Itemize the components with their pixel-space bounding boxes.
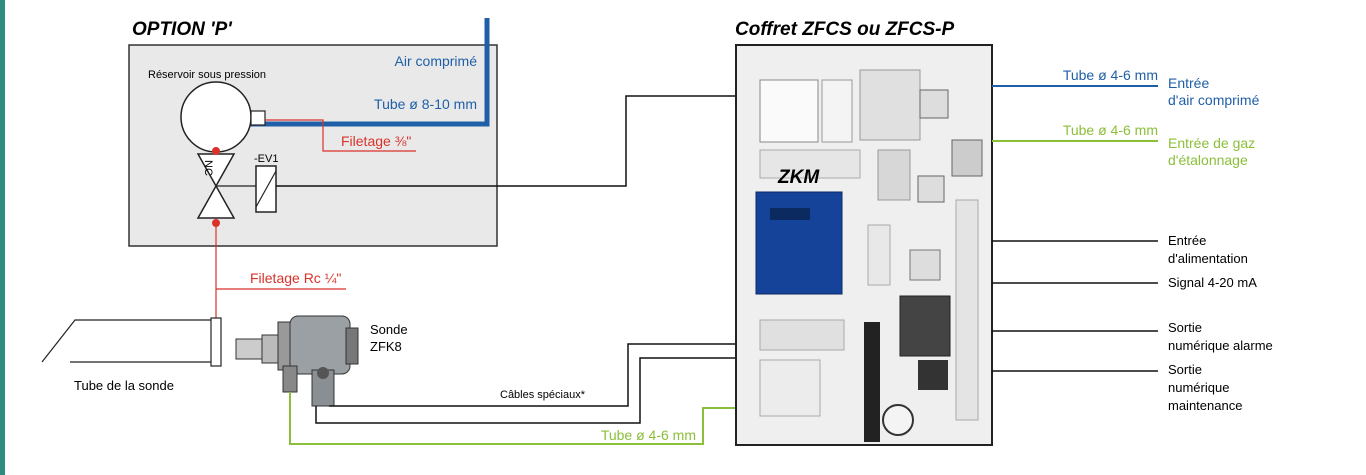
- tube-blue-right-label: Tube ø 4-6 mm: [1063, 67, 1158, 83]
- filetage-38-label: Filetage ⅜": [341, 133, 411, 149]
- entree-air-2: d'air comprimé: [1168, 92, 1260, 108]
- tube-green-right-label: Tube ø 4-6 mm: [1063, 122, 1158, 138]
- nc-label: NC: [202, 160, 214, 176]
- alim-1: Entrée: [1168, 233, 1206, 248]
- signal-label: Signal 4-20 mA: [1168, 275, 1257, 290]
- probe-flange: [211, 318, 221, 366]
- alarme-1: Sortie: [1168, 320, 1202, 335]
- maint-2: numérique: [1168, 380, 1229, 395]
- alim-2: d'alimentation: [1168, 251, 1248, 266]
- maint-3: maintenance: [1168, 398, 1242, 413]
- entree-gaz-2: d'étalonnage: [1168, 152, 1248, 168]
- sonde-zfk8-drawing: [236, 316, 358, 406]
- reservoir-port: [251, 111, 265, 125]
- tube-8-10-label: Tube ø 8-10 mm: [374, 96, 477, 112]
- ev1-label: -EV1: [254, 153, 278, 165]
- reservoir-vessel: [181, 82, 251, 152]
- probe-tube: [42, 320, 212, 362]
- cables-label: Câbles spéciaux*: [500, 389, 586, 401]
- option-p-title: OPTION 'P': [132, 19, 233, 40]
- tube-green-bottom-label: Tube ø 4-6 mm: [601, 427, 696, 443]
- tube-sonde-label: Tube de la sonde: [74, 378, 174, 393]
- red-dot-top: [212, 147, 220, 155]
- entree-air-1: Entrée: [1168, 75, 1209, 91]
- maint-1: Sortie: [1168, 362, 1202, 377]
- alarme-2: numérique alarme: [1168, 338, 1273, 353]
- sonde-label-1: Sonde: [370, 322, 408, 337]
- filetage-rc-label: Filetage Rc ¼": [250, 270, 341, 286]
- air-comprime-label: Air comprimé: [395, 53, 478, 69]
- zkm-label: ZKM: [777, 167, 820, 188]
- sonde-label-2: ZFK8: [370, 339, 402, 354]
- cabinet-title: Coffret ZFCS ou ZFCS-P: [735, 19, 955, 40]
- entree-gaz-1: Entrée de gaz: [1168, 135, 1255, 151]
- reservoir-label: Réservoir sous pression: [148, 69, 266, 81]
